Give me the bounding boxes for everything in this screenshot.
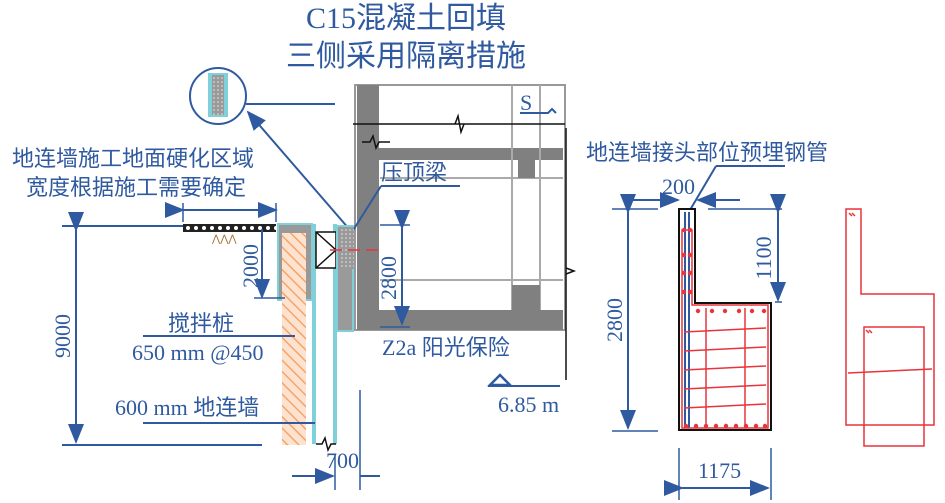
elevation-value: 6.85 m (498, 392, 559, 417)
title-line1: C15混凝土回填 (306, 2, 506, 35)
wall-section-outline (678, 208, 772, 431)
cap-beam-label: 压顶梁 (381, 160, 447, 185)
mixing-pile (282, 233, 306, 445)
mixing-pile-spec: 650 mm @450 (132, 340, 263, 365)
mixing-pile-label: 搅拌桩 (168, 311, 234, 336)
title-line2: 三侧采用隔离措施 (286, 40, 526, 73)
dim-total-height: 2800 (602, 298, 627, 342)
hardened-area-note-line1: 地连墙施工地面硬化区域 (12, 146, 254, 171)
dim-gap-width: 700 (326, 448, 359, 473)
detail-callout (189, 67, 351, 231)
dim-bottom-width: 1175 (698, 458, 741, 483)
rebar-detail (845, 208, 935, 447)
dim-cap-beam-depth: 2800 (376, 256, 401, 300)
dim-pile-top-depth: 2000 (238, 244, 263, 288)
dim-upper-height: 1100 (751, 236, 776, 279)
dim-total-depth: 9000 (50, 314, 75, 358)
pipe-label: 地连墙接头部位预埋钢管 (586, 140, 828, 165)
retaining-structure (277, 223, 380, 453)
section-mark: S (520, 90, 532, 115)
section-arrow-icon (520, 107, 557, 114)
hardened-area-note-line2: 宽度根据施工需要确定 (26, 175, 246, 200)
building-label: Z2a 阳光保险 (382, 335, 510, 360)
svg-text:⋀⋀⋀: ⋀⋀⋀ (211, 234, 237, 245)
dim-top-width: 200 (662, 174, 695, 199)
hardened-ground (183, 224, 276, 232)
diaphragm-wall-label: 600 mm 地连墙 (115, 395, 259, 420)
elevation-marker-icon (486, 373, 514, 387)
